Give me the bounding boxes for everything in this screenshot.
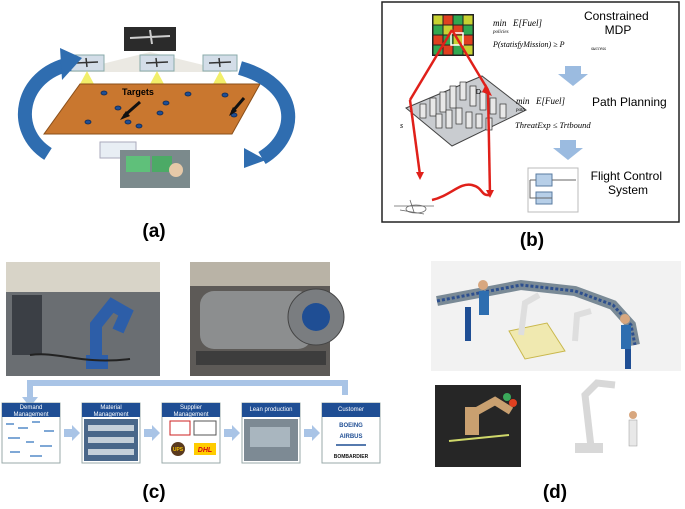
chain-title-3: Lean production (249, 407, 293, 413)
mdp-grid (432, 14, 474, 56)
panel-c-label: (c) (142, 482, 165, 503)
helicopter-sketch (394, 199, 434, 215)
stage2-sub: path (515, 108, 525, 113)
panel-d: (d) (425, 255, 685, 504)
ups-logo-text: UPS (173, 447, 184, 453)
panel-c: UPS DHL BOEING AIRBUS BOMBARDIER (c) Dem… (0, 255, 385, 504)
chain-title-4: Customer (337, 407, 364, 413)
bombardier-logo: BOMBARDIER (334, 454, 369, 460)
stage2-min: min (516, 96, 530, 106)
chain-title-0: Demand Management (13, 405, 49, 418)
stage2-objective: E[Fuel] (535, 96, 565, 106)
panel-d-label: (d) (543, 482, 567, 503)
robot-simulation-view (435, 385, 521, 467)
collaborative-robot-render (431, 261, 681, 371)
panel-b: min policies E[Fuel] P(statisfyMission) … (380, 0, 685, 251)
stage2-title: Path Planning (592, 95, 667, 109)
stage1-constraint-sub: success (591, 47, 606, 52)
stage3-title-l2: System (608, 183, 648, 197)
flow-arrow-1 (558, 66, 588, 86)
stage3-title-l1: Flight Control (591, 169, 662, 183)
worker-right (620, 314, 630, 324)
stage1-constraint: P(statisfyMission) ≥ P (492, 40, 565, 49)
stage1-title-l1: Constrained (584, 9, 649, 23)
city-map: s D (400, 75, 527, 147)
airbus-logo: AIRBUS (339, 434, 362, 440)
control-block-diagram (527, 167, 579, 213)
chain-title-1: Material Management (93, 405, 129, 418)
flow-arrow-2 (553, 140, 583, 160)
panel-d-diagram: (d) (431, 261, 681, 503)
human-robot-render (575, 379, 638, 453)
supply-chain-row: UPS DHL BOEING AIRBUS BOMBARDIER (1, 402, 381, 464)
worker-left (478, 280, 488, 290)
planned-path (408, 29, 492, 202)
targets-label: Targets (122, 87, 154, 97)
panel-b-diagram: min policies E[Fuel] P(statisfyMission) … (381, 1, 680, 251)
target-field (43, 83, 261, 135)
stage1-min: min (493, 18, 507, 28)
feedback-loop-arrow (22, 380, 348, 407)
stage3-title: Flight Control System (591, 169, 666, 197)
right-cycle-arrow (237, 61, 296, 164)
stage1-objective: E[Fuel] (512, 18, 542, 28)
stage1-title-l2: MDP (605, 23, 632, 37)
panel-a-diagram: Targets (a) (18, 27, 296, 242)
ups-logo (171, 442, 185, 456)
dhl-logo-text: DHL (198, 447, 212, 454)
panel-c-diagram: UPS DHL BOEING AIRBUS BOMBARDIER (c) (1, 262, 381, 503)
map-label-d: D (476, 89, 481, 96)
stage1-sub: policies (492, 30, 509, 35)
map-label-s: s (400, 121, 403, 130)
stage1-title: Constrained MDP (584, 9, 652, 37)
stage2-constraint: ThreatExp ≤ Trtbound (515, 120, 591, 130)
panel-b-label: (b) (520, 230, 544, 250)
boeing-logo: BOEING (339, 423, 363, 429)
dhl-logo (194, 443, 216, 455)
panel-a-label: (a) (142, 221, 165, 242)
panel-a: Targets (a) (0, 0, 330, 245)
chain-title-2: Supplier Management (173, 405, 209, 418)
left-cycle-arrow (18, 57, 72, 160)
